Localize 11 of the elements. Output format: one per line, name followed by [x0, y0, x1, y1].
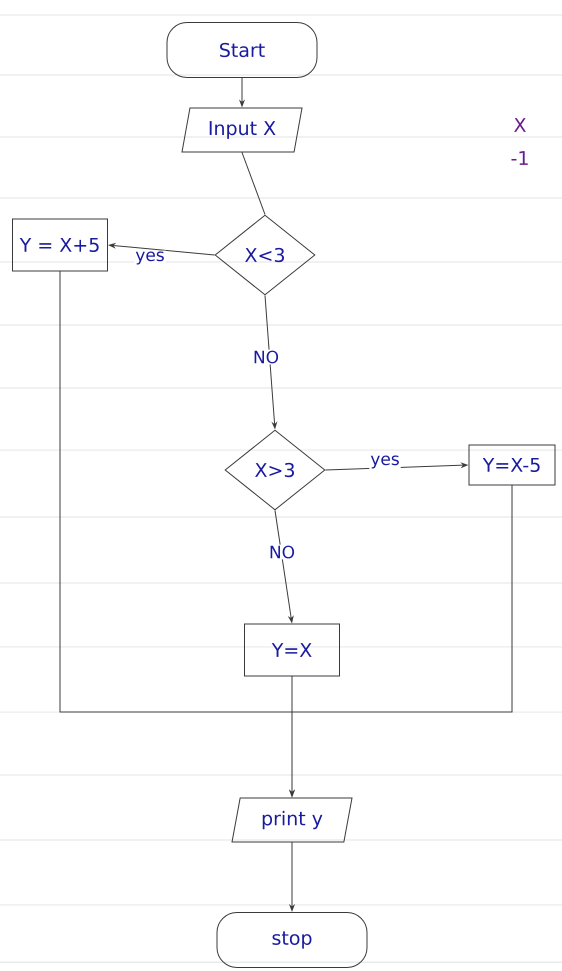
note-text: -1 — [511, 151, 528, 165]
process-box: Y = X+5 — [12, 218, 108, 272]
edge-label: NO — [252, 350, 280, 364]
stop-terminal: stop — [216, 912, 368, 968]
note-text: X — [514, 118, 526, 132]
edge-label: yes — [369, 454, 401, 470]
process-box: Y=X — [244, 624, 340, 676]
start-terminal: Start — [166, 22, 318, 78]
process-box: Y=X-5 — [468, 444, 556, 486]
edge-label: yes — [134, 250, 166, 266]
edge-label: NO — [268, 544, 296, 560]
